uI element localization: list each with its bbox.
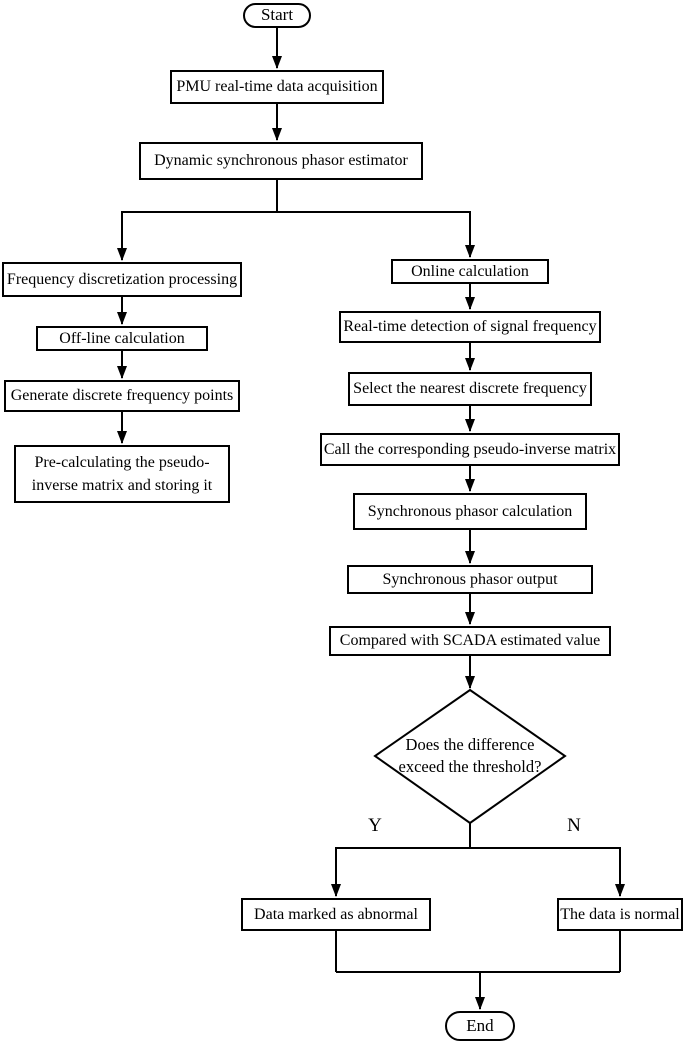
node-data-abnormal: Data marked as abnormal: [241, 898, 431, 931]
node-end: End: [445, 1011, 515, 1041]
node-data-normal: The data is normal: [557, 898, 683, 931]
node-select-frequency: Select the nearest discrete frequency: [348, 372, 592, 406]
node-offline-calculation: Off-line calculation: [36, 326, 208, 351]
node-scada-compare: Compared with SCADA estimated value: [329, 626, 611, 656]
edge-label-yes: Y: [368, 815, 382, 836]
node-phasor-calculation: Synchronous phasor calculation: [353, 493, 587, 530]
node-phasor-estimator: Dynamic synchronous phasor estimator: [139, 142, 423, 180]
node-freq-discretization: Frequency discretization processing: [2, 262, 242, 297]
node-online-calculation: Online calculation: [391, 259, 549, 284]
node-start: Start: [243, 3, 311, 28]
edge-label-no: N: [567, 815, 581, 836]
node-generate-points: Generate discrete frequency points: [4, 380, 240, 412]
node-threshold-decision: Does the difference exceed the threshold…: [398, 734, 542, 776]
node-realtime-detection: Real-time detection of signal frequency: [339, 311, 601, 343]
node-call-matrix: Call the corresponding pseudo-inverse ma…: [320, 433, 620, 466]
node-phasor-output: Synchronous phasor output: [347, 565, 593, 594]
node-pmu-acquisition: PMU real-time data acquisition: [170, 70, 384, 104]
node-precalculate-matrix: Pre-calculating the pseudo-inverse matri…: [14, 445, 230, 503]
